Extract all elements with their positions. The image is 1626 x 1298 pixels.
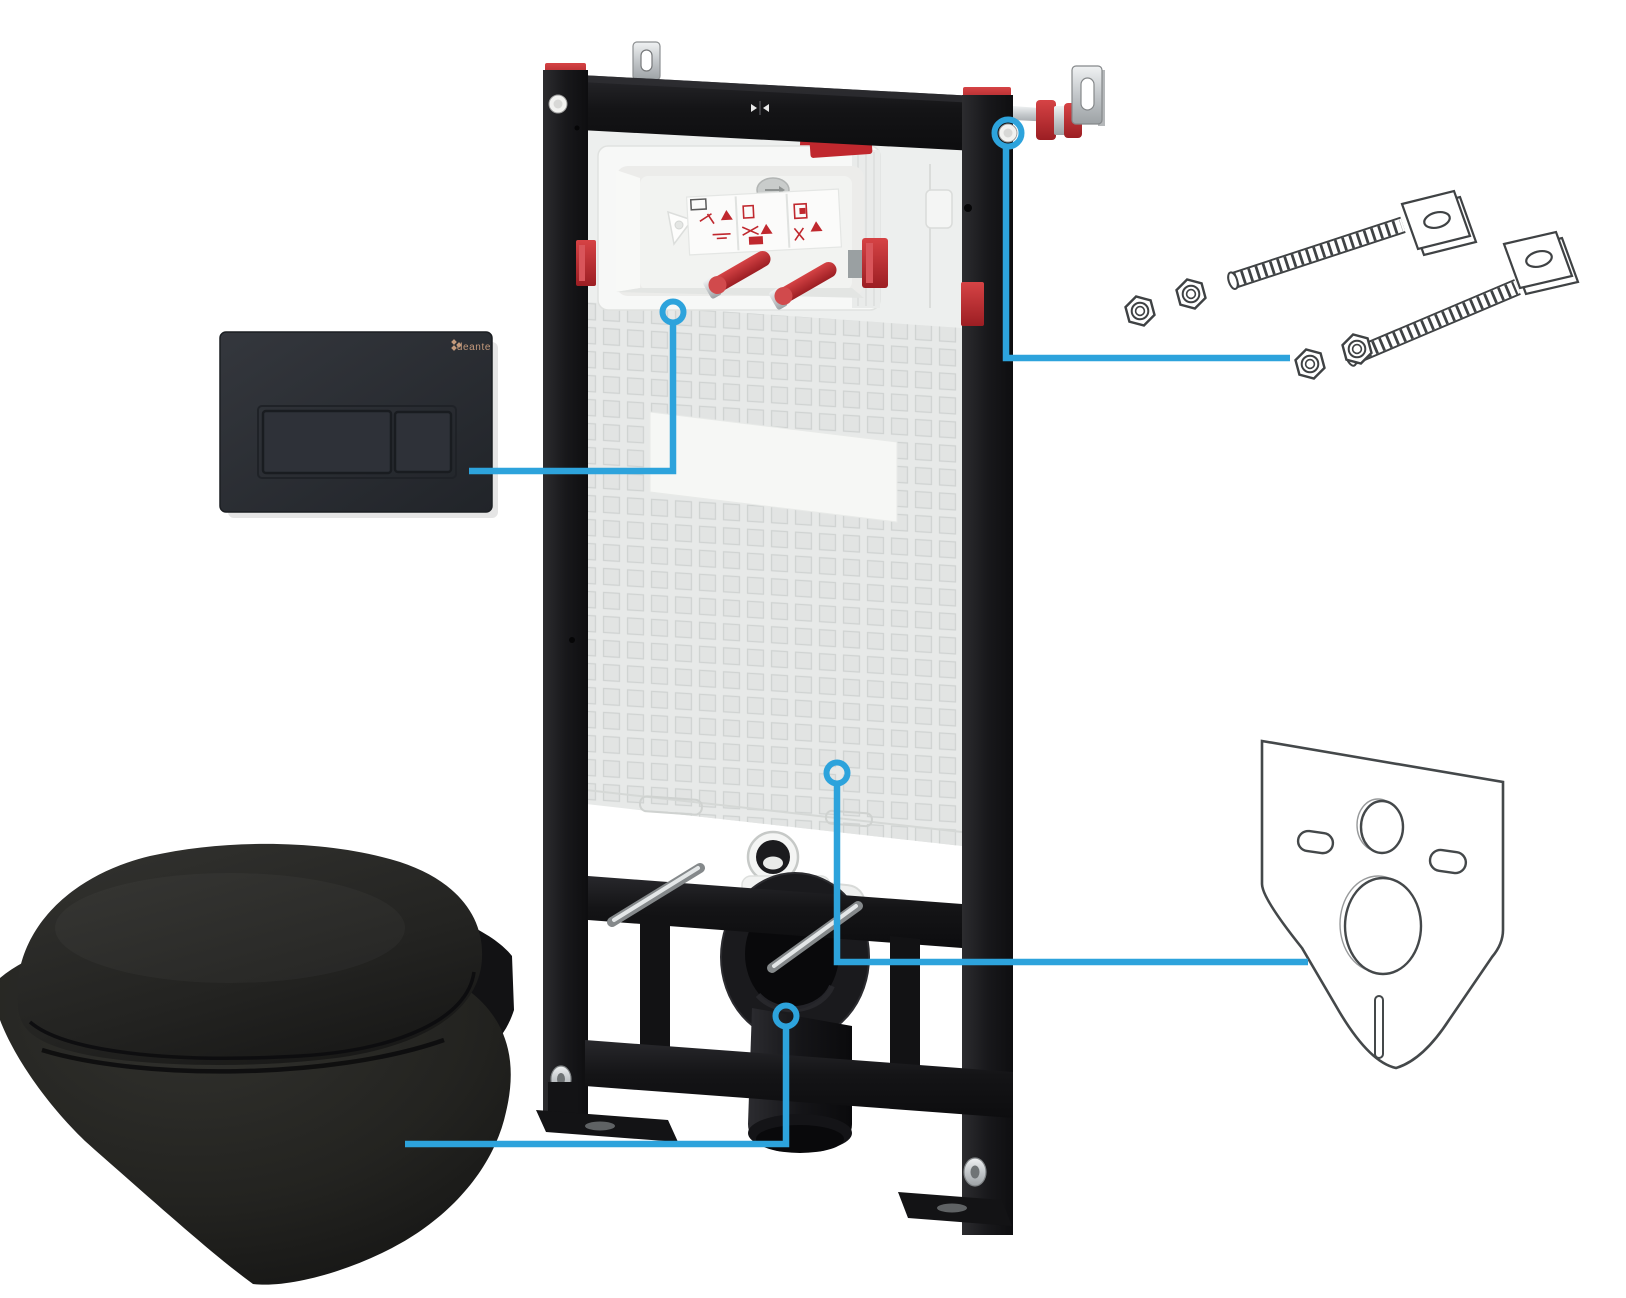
protection-label-panel — [649, 411, 898, 523]
mid-crossbar — [588, 876, 962, 948]
red-clip — [961, 282, 984, 326]
lid-highlight — [55, 873, 405, 983]
flush-plate: deante — [219, 331, 498, 518]
right-foot — [898, 1157, 1012, 1226]
inlet-red-fitting — [1036, 100, 1056, 140]
callout-marker — [659, 298, 687, 326]
mat-small-hole — [1359, 799, 1405, 855]
frame-strut — [640, 914, 670, 1056]
top-crossbar-highlight — [543, 73, 1013, 105]
mat-large-hole — [1343, 876, 1423, 976]
callout-marker — [823, 759, 851, 787]
seat-seam — [41, 1037, 445, 1074]
post-hole — [569, 637, 575, 643]
post-hole — [574, 125, 580, 131]
flush-push-rod — [703, 251, 771, 299]
small-flush-button — [393, 410, 453, 474]
callout-mounting-hardware — [991, 116, 1290, 362]
inspection-opening — [597, 137, 888, 311]
bottom-slot-outline — [638, 795, 703, 816]
instruction-sticker — [685, 188, 843, 256]
hex-nut — [1175, 278, 1207, 310]
mounting-bracket — [1400, 189, 1478, 257]
hex-nut — [1124, 295, 1156, 327]
callout-toilet — [405, 1002, 800, 1148]
post-hole — [964, 204, 972, 212]
button-groove — [257, 405, 457, 479]
callout-marker — [772, 1002, 800, 1030]
sound-insulation-mat — [1260, 739, 1505, 1070]
brand-logo: deante — [457, 342, 491, 353]
callout-sound-mat — [823, 759, 1308, 966]
wall-mounting-hardware — [1124, 189, 1580, 380]
toilet-mounting-pins — [607, 863, 863, 973]
seat-seam — [28, 971, 476, 1060]
wall-hanger-tab — [632, 41, 661, 81]
mounting-bracket — [1502, 230, 1580, 296]
mat-right-slot — [1428, 848, 1468, 875]
wall-hung-toilet — [0, 843, 514, 1285]
centering-marks — [751, 101, 769, 115]
left-post — [543, 70, 588, 1118]
toilet-seat-lid — [17, 843, 483, 1066]
bottom-slot-outline — [824, 809, 873, 828]
cistern-side-tab — [925, 189, 953, 229]
red-side-clip — [862, 238, 888, 288]
callout-flush-plate — [469, 298, 687, 475]
clip-bracket — [848, 250, 864, 278]
flush-pipe-opening — [746, 830, 800, 884]
hex-nut — [1294, 348, 1326, 380]
bottom-crossbar — [585, 1040, 1013, 1118]
installation-frame — [536, 41, 1105, 1235]
mat-left-slot — [1296, 829, 1335, 855]
threaded-rod — [1227, 216, 1406, 290]
frame-strut — [890, 936, 920, 1082]
callouts — [405, 116, 1308, 1148]
large-flush-button — [261, 409, 393, 475]
red-clip-stripe — [579, 245, 585, 281]
styrofoam-texture — [586, 302, 962, 846]
red-side-clip-stripe — [866, 243, 873, 283]
brand-logo-icon — [451, 339, 462, 351]
flush-push-rod — [769, 262, 837, 310]
access-box-leftwall — [616, 170, 640, 292]
callout-marker — [991, 116, 1025, 150]
mat-bottom-slot — [1374, 995, 1384, 1059]
left-foot — [536, 1065, 678, 1142]
water-inlet-assembly — [1013, 65, 1105, 140]
